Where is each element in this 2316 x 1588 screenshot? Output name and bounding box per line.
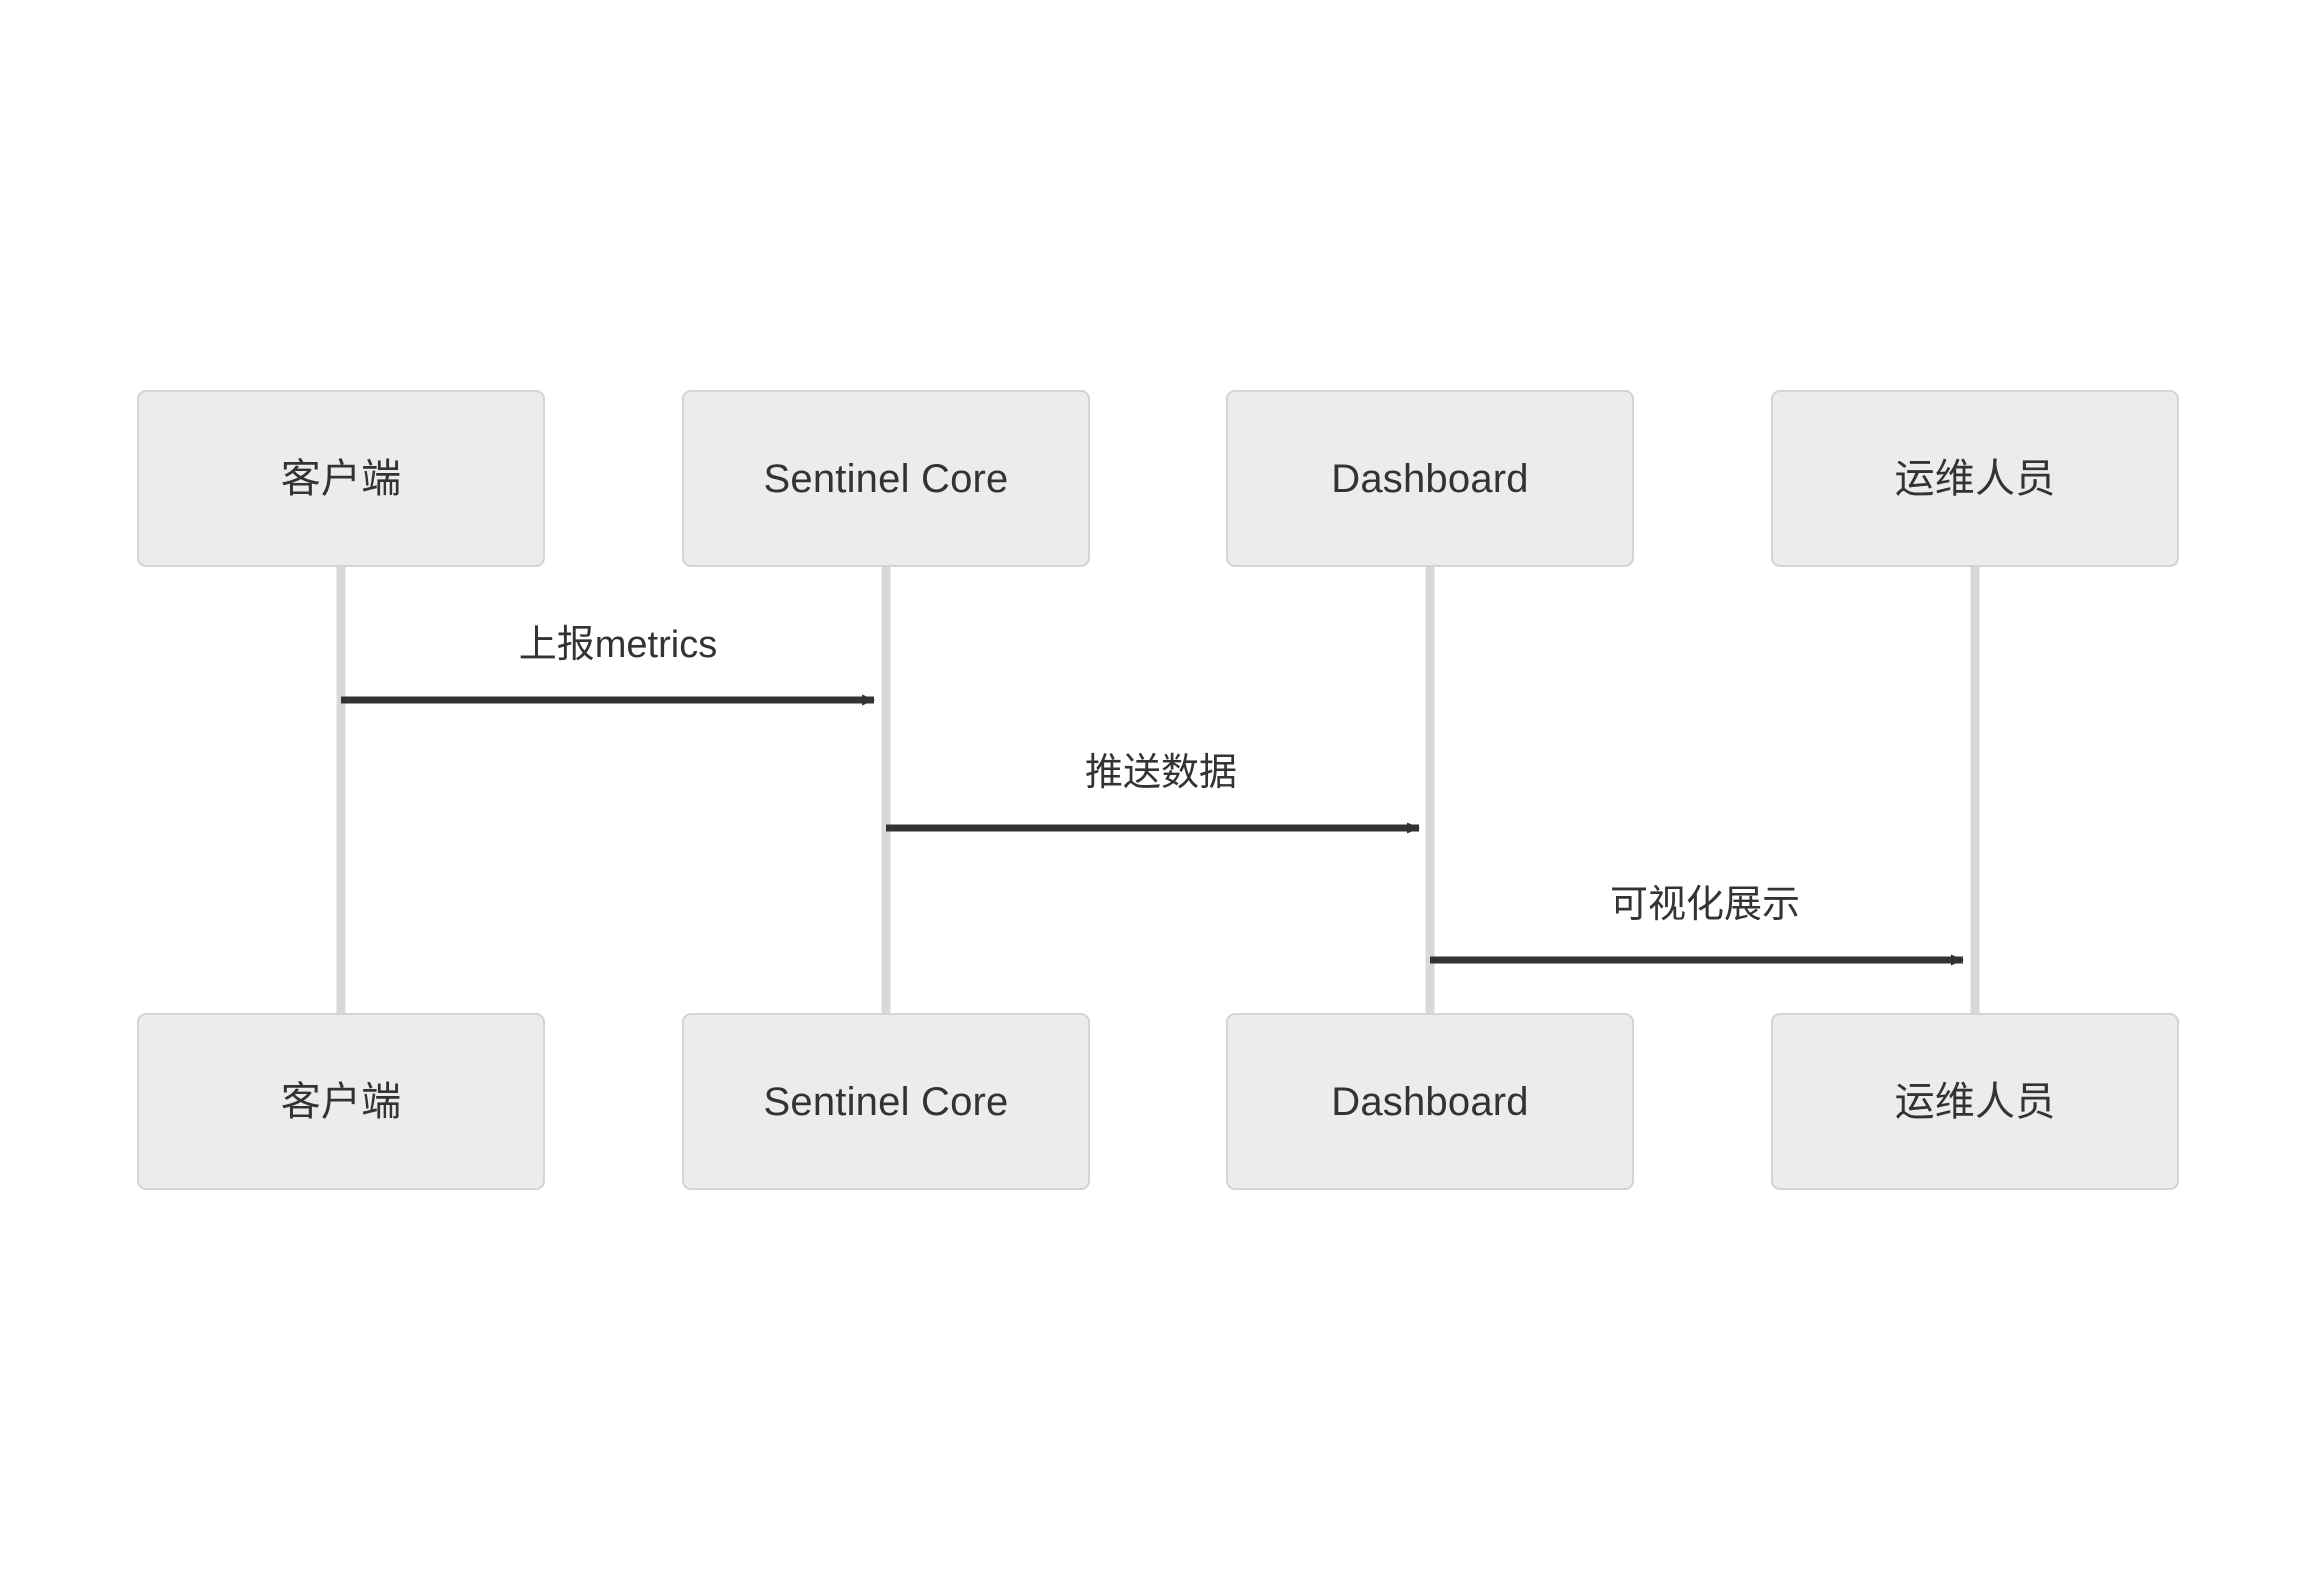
message-label-1: 上报metrics (518, 624, 718, 666)
participant-label-dashboard-top: Dashboard (1331, 456, 1529, 501)
participant-box-sentinel-bottom[interactable]: Sentinel Core (682, 1013, 1090, 1190)
participant-label-ops-bottom: 运维人员 (1894, 1079, 2056, 1124)
participant-label-client-top: 客户端 (280, 456, 402, 501)
participant-label-dashboard-bottom: Dashboard (1331, 1079, 1529, 1124)
participant-box-dashboard-top[interactable]: Dashboard (1226, 390, 1634, 567)
participant-box-sentinel-top[interactable]: Sentinel Core (682, 390, 1090, 567)
participant-label-sentinel-top: Sentinel Core (763, 456, 1009, 501)
participant-box-ops-bottom[interactable]: 运维人员 (1771, 1013, 2179, 1190)
participant-box-ops-top[interactable]: 运维人员 (1771, 390, 2179, 567)
message-label-2: 推送数据 (1084, 752, 1238, 794)
participant-label-client-bottom: 客户端 (280, 1079, 402, 1124)
participant-box-client-top[interactable]: 客户端 (137, 390, 545, 567)
message-label-3: 可视化展示 (1609, 884, 1801, 926)
participant-box-client-bottom[interactable]: 客户端 (137, 1013, 545, 1190)
message-arrow-group (341, 694, 1964, 966)
lifeline-group (336, 567, 1980, 1013)
participant-label-ops-top: 运维人员 (1894, 456, 2056, 501)
participant-label-sentinel-bottom: Sentinel Core (763, 1079, 1009, 1124)
participant-box-dashboard-bottom[interactable]: Dashboard (1226, 1013, 1634, 1190)
